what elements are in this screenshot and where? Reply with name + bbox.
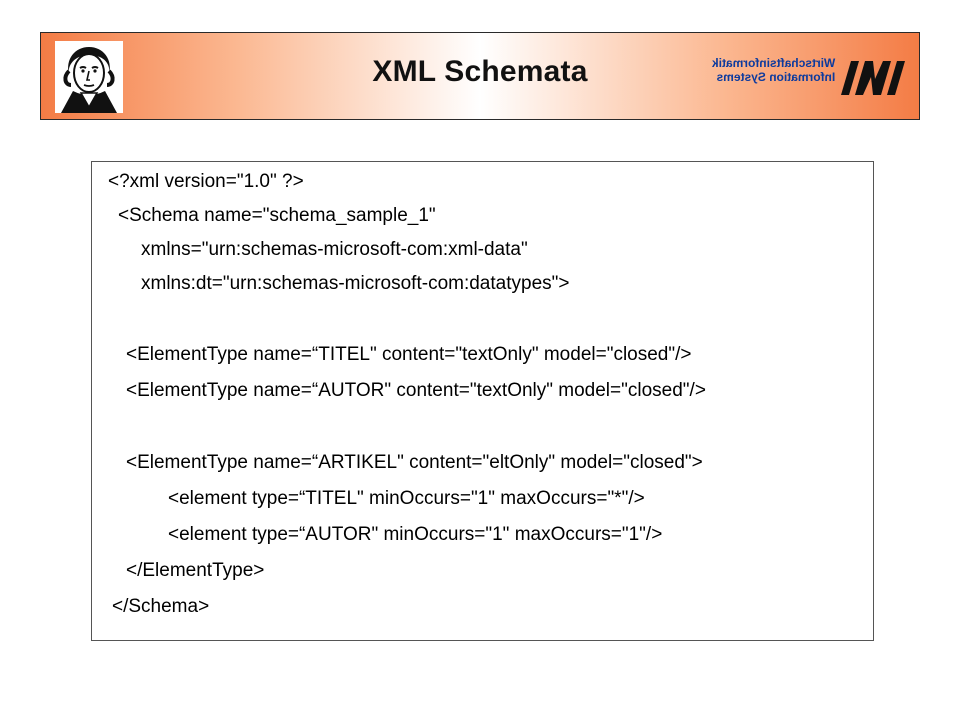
- code-line-3: xmlns="urn:schemas-microsoft-com:xml-dat…: [141, 239, 528, 260]
- logo-text-line1: Wirtschaftsinformatik: [711, 56, 835, 70]
- iwi-logo: Wirtschaftsinformatik Information System…: [712, 55, 907, 99]
- code-line-10: </ElementType>: [126, 560, 265, 581]
- code-line-5: <ElementType name=“TITEL" content="textO…: [126, 344, 692, 365]
- code-line-6: <ElementType name=“AUTOR" content="textO…: [126, 380, 706, 401]
- code-line-2: <Schema name="schema_sample_1": [118, 205, 436, 226]
- code-line-7: <ElementType name=“ARTIKEL" content="elt…: [126, 452, 703, 473]
- slide-title: XML Schemata: [372, 55, 588, 88]
- code-line-4: xmlns:dt="urn:schemas-microsoft-com:data…: [141, 273, 570, 294]
- portrait-logo: [55, 41, 123, 113]
- code-line-11: </Schema>: [112, 596, 210, 617]
- code-panel: <?xml version="1.0" ?> <Schema name="sch…: [91, 161, 874, 641]
- logo-text-line2: Information Systems: [716, 70, 835, 84]
- code-line-8: <element type=“TITEL" minOccurs="1" maxO…: [168, 488, 645, 509]
- code-line-9: <element type=“AUTOR" minOccurs="1" maxO…: [168, 524, 663, 545]
- logo-text: Wirtschaftsinformatik Information System…: [712, 56, 835, 84]
- code-line-1: <?xml version="1.0" ?>: [108, 171, 304, 192]
- iwi-emblem-icon: [841, 61, 905, 95]
- slide-header: XML Schemata Wirtschaftsinformatik Infor…: [40, 32, 920, 120]
